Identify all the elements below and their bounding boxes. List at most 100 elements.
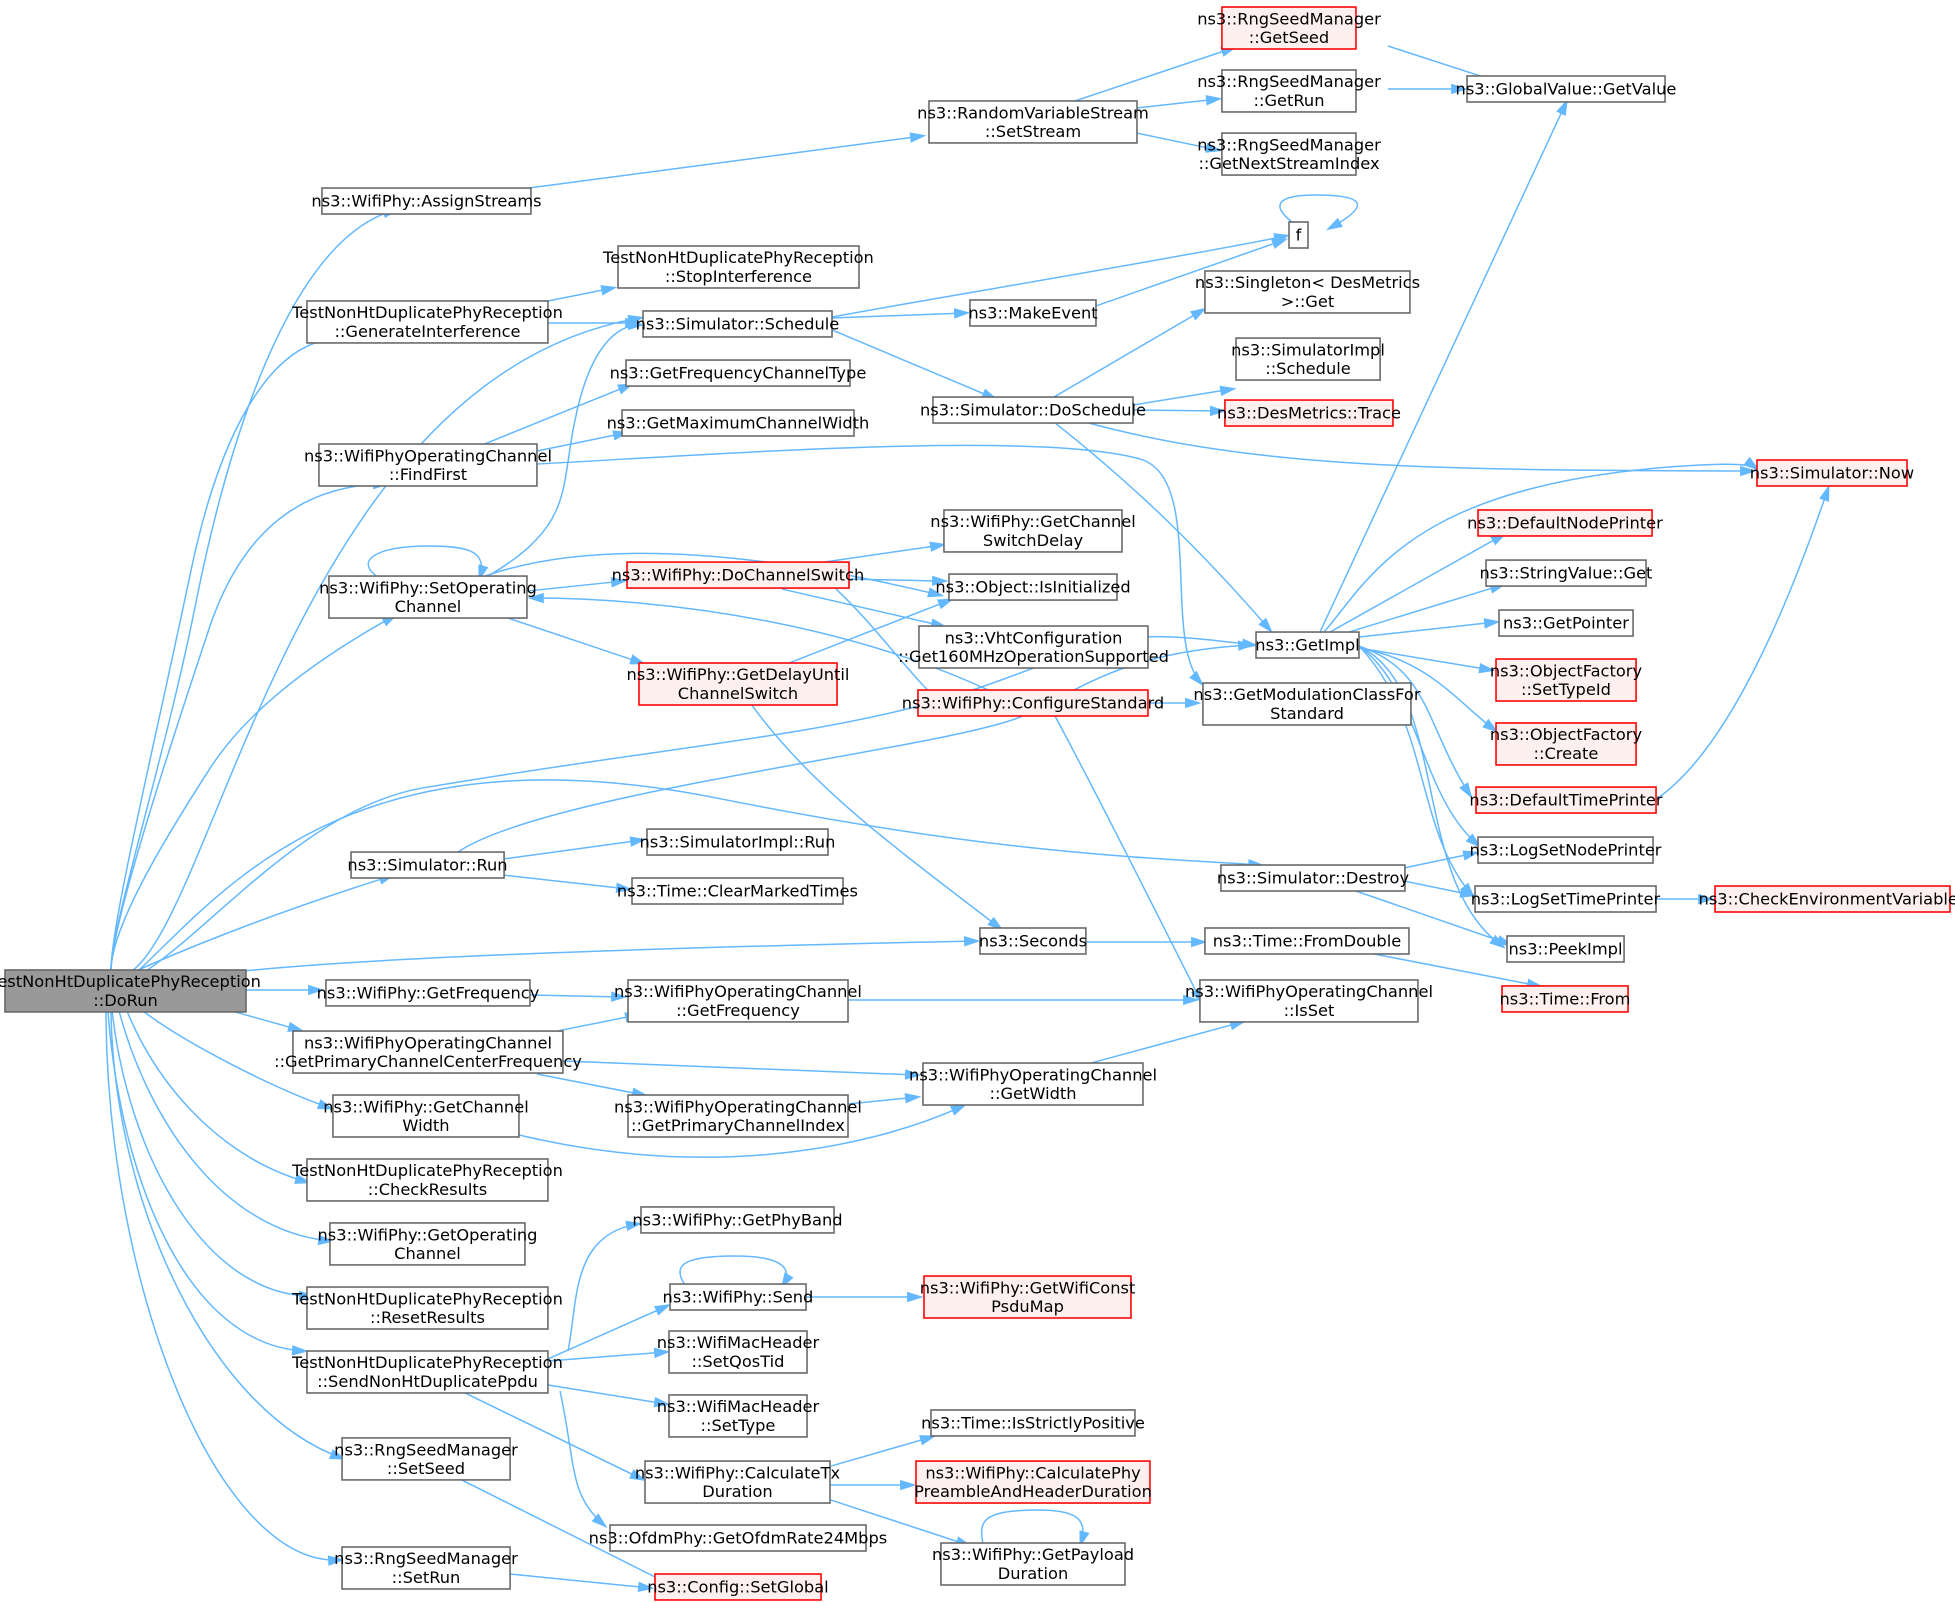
node-box[interactable] xyxy=(638,662,838,706)
node-box[interactable] xyxy=(1506,935,1625,963)
node-box[interactable] xyxy=(306,300,549,344)
node-box[interactable] xyxy=(979,927,1087,955)
node-box[interactable] xyxy=(654,1573,822,1601)
node-getphyband[interactable]: ns3::WifiPhy::GetPhyBand xyxy=(632,1206,843,1234)
node-vht160[interactable]: ns3::VhtConfiguration::Get160MHzOperatio… xyxy=(898,625,1169,669)
node-box[interactable] xyxy=(640,1206,835,1234)
node-dochsw[interactable]: ns3::WifiPhy::DoChannelSwitch xyxy=(612,561,865,589)
node-ocgetfreq[interactable]: ns3::WifiPhyOperatingChannel::GetFrequen… xyxy=(614,979,862,1023)
node-box[interactable] xyxy=(1202,682,1412,726)
node-box[interactable] xyxy=(1477,509,1653,537)
node-box[interactable] xyxy=(668,1330,808,1374)
node-box[interactable] xyxy=(923,1275,1132,1319)
node-clearmarked[interactable]: ns3::Time::ClearMarkedTimes xyxy=(617,877,858,905)
node-box[interactable] xyxy=(917,689,1149,717)
node-box[interactable] xyxy=(625,359,851,387)
node-box[interactable] xyxy=(932,396,1134,424)
node-box[interactable] xyxy=(948,573,1118,601)
node-box[interactable] xyxy=(1495,722,1637,766)
node-makeevent[interactable]: ns3::MakeEvent xyxy=(968,299,1098,327)
node-simimplsched[interactable]: ns3::SimulatorImpl::Schedule xyxy=(1231,337,1385,381)
node-ofdm24[interactable]: ns3::OfdmPhy::GetOfdmRate24Mbps xyxy=(589,1524,888,1552)
node-box[interactable] xyxy=(1235,337,1381,381)
node-box[interactable] xyxy=(1474,885,1657,913)
node-box[interactable] xyxy=(1475,786,1657,814)
node-box[interactable] xyxy=(306,1158,549,1202)
node-box[interactable] xyxy=(1288,221,1309,249)
node-box[interactable] xyxy=(1255,631,1360,659)
node-singleton[interactable]: ns3::Singleton< DesMetrics >::Get xyxy=(1195,270,1420,314)
node-peekimpl[interactable]: ns3::PeekImpl xyxy=(1506,935,1625,963)
node-getmaxcw[interactable]: ns3::GetMaximumChannelWidth xyxy=(607,409,870,437)
node-getseed[interactable]: ns3::RngSeedManager::GetSeed xyxy=(1197,6,1381,50)
node-box[interactable] xyxy=(621,409,855,437)
node-box[interactable] xyxy=(318,443,538,487)
node-box[interactable] xyxy=(669,1283,807,1311)
node-box[interactable] xyxy=(922,1062,1144,1106)
node-box[interactable] xyxy=(915,1460,1151,1504)
node-genint[interactable]: TestNonHtDuplicatePhyReception::Generate… xyxy=(291,300,563,344)
node-stopint[interactable]: TestNonHtDuplicatePhyReception::StopInte… xyxy=(602,245,874,289)
node-setrun[interactable]: ns3::RngSeedManager::SetRun xyxy=(334,1546,518,1590)
node-calcpre[interactable]: ns3::WifiPhy::CalculatePhyPreambleAndHea… xyxy=(914,1460,1152,1504)
node-box[interactable] xyxy=(1204,927,1410,955)
node-assign[interactable]: ns3::WifiPhy::AssignStreams xyxy=(311,187,542,215)
node-box[interactable] xyxy=(1498,609,1634,637)
node-f[interactable]: f xyxy=(1288,221,1309,249)
node-box[interactable] xyxy=(617,245,860,289)
node-isinit[interactable]: ns3::Object::IsInitialized xyxy=(935,573,1131,601)
node-root[interactable]: TestNonHtDuplicatePhyReception::DoRun xyxy=(0,969,261,1013)
node-box[interactable] xyxy=(1224,399,1394,427)
node-box[interactable] xyxy=(1221,6,1357,50)
node-box[interactable] xyxy=(4,969,247,1013)
node-box[interactable] xyxy=(609,1524,867,1552)
node-box[interactable] xyxy=(321,187,532,215)
node-ofcreate[interactable]: ns3::ObjectFactory::Create xyxy=(1490,722,1643,766)
node-box[interactable] xyxy=(341,1437,511,1481)
node-getwidth[interactable]: ns3::WifiPhyOperatingChannel::GetWidth xyxy=(909,1062,1157,1106)
node-simrun[interactable]: ns3::Simulator::Run xyxy=(347,851,508,879)
node-getrunrng[interactable]: ns3::RngSeedManager::GetRun xyxy=(1197,69,1381,113)
node-getfreq[interactable]: ns3::WifiPhy::GetFrequency xyxy=(317,979,540,1007)
node-box[interactable] xyxy=(341,1546,511,1590)
node-box[interactable] xyxy=(918,625,1149,669)
node-getnsi[interactable]: ns3::RngSeedManager::GetNextStreamIndex xyxy=(1197,132,1381,176)
node-sendppdu[interactable]: TestNonHtDuplicatePhyReception::SendNonH… xyxy=(291,1350,563,1394)
node-isset[interactable]: ns3::WifiPhyOperatingChannel::IsSet xyxy=(1185,979,1433,1023)
node-send[interactable]: ns3::WifiPhy::Send xyxy=(663,1283,814,1311)
node-deftime[interactable]: ns3::DefaultTimePrinter xyxy=(1469,786,1663,814)
node-box[interactable] xyxy=(644,1460,831,1504)
node-box[interactable] xyxy=(1501,985,1629,1013)
node-setglobal[interactable]: ns3::Config::SetGlobal xyxy=(647,1573,829,1601)
node-box[interactable] xyxy=(1495,658,1637,702)
node-box[interactable] xyxy=(1466,75,1666,103)
node-getptr[interactable]: ns3::GetPointer xyxy=(1498,609,1634,637)
node-desmetrics[interactable]: ns3::DesMetrics::Trace xyxy=(1217,399,1401,427)
node-box[interactable] xyxy=(626,561,850,589)
node-logsetnode[interactable]: ns3::LogSetNodePrinter xyxy=(1469,836,1662,864)
node-dosched[interactable]: ns3::Simulator::DoSchedule xyxy=(920,396,1146,424)
node-box[interactable] xyxy=(1714,885,1951,913)
node-box[interactable] xyxy=(1477,836,1654,864)
node-box[interactable] xyxy=(646,828,829,856)
node-box[interactable] xyxy=(306,1350,549,1394)
node-box[interactable] xyxy=(329,1222,526,1266)
node-rvsset[interactable]: ns3::RandomVariableStream::SetStream xyxy=(917,100,1149,144)
node-simdestroy[interactable]: ns3::Simulator::Destroy xyxy=(1217,864,1410,892)
node-box[interactable] xyxy=(1221,132,1357,176)
node-findfirst[interactable]: ns3::WifiPhyOperatingChannel::FindFirst xyxy=(304,443,552,487)
node-getprimcf[interactable]: ns3::WifiPhyOperatingChannel::GetPrimary… xyxy=(274,1030,582,1074)
node-box[interactable] xyxy=(1204,270,1411,314)
node-schedule[interactable]: ns3::Simulator::Schedule xyxy=(636,310,840,338)
node-getprimidx[interactable]: ns3::WifiPhyOperatingChannel::GetPrimary… xyxy=(614,1094,862,1138)
node-ofsettype[interactable]: ns3::ObjectFactory::SetTypeId xyxy=(1490,658,1643,702)
node-box[interactable] xyxy=(328,575,528,619)
node-box[interactable] xyxy=(1199,979,1419,1023)
node-box[interactable] xyxy=(642,310,833,338)
